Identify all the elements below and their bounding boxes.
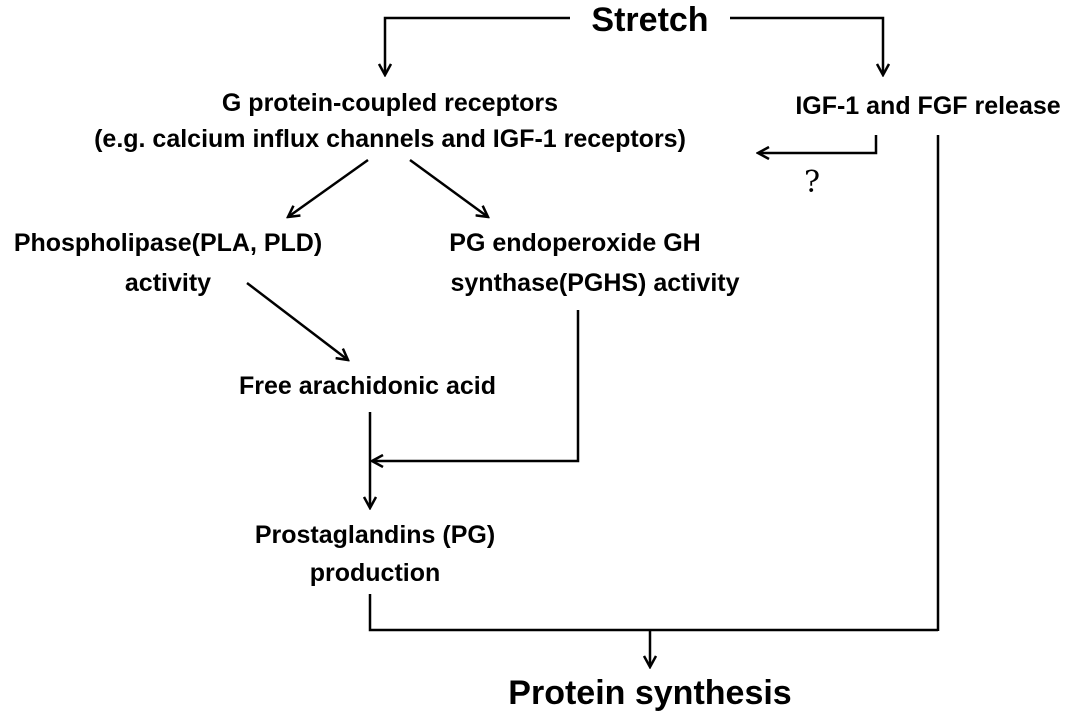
gpcr-label-line2: (e.g. calcium influx channels and IGF-1 … [94,125,686,153]
connector-pg-to-bottom [368,594,938,632]
prostaglandins-label-line1: Prostaglandins (PG) [254,521,496,549]
unknown-link-mark: ? [804,165,821,200]
arrow-phospholipase-to-free-aa [246,282,348,360]
gpcr-label-line1: G protein-coupled receptors [221,89,559,117]
arrow-gpcr-to-phospholipase [288,158,369,217]
prostaglandins-label-line2: production [309,559,441,587]
stretch-label: Stretch [591,1,709,39]
arrow-stretch-to-gpcr [385,16,570,75]
arrow-gpcr-to-pghs [409,158,488,217]
protein-synthesis-label: Protein synthesis [508,674,792,712]
pghs-label-line1: PG endoperoxide GH [449,229,701,257]
arrow-igf-to-receptors [758,135,878,153]
free-arachidonic-acid-label: Free arachidonic acid [238,372,497,400]
phospholipase-label-line2: activity [124,269,212,297]
pghs-label-line2: synthase(PGHS) activity [450,269,740,297]
arrow-stretch-to-igf-release [730,16,883,75]
phospholipase-label-line1: Phospholipase(PLA, PLD) [13,229,323,257]
arrow-pghs-to-pg-path [372,310,580,461]
igf-release-label: IGF-1 and FGF release [795,92,1061,120]
